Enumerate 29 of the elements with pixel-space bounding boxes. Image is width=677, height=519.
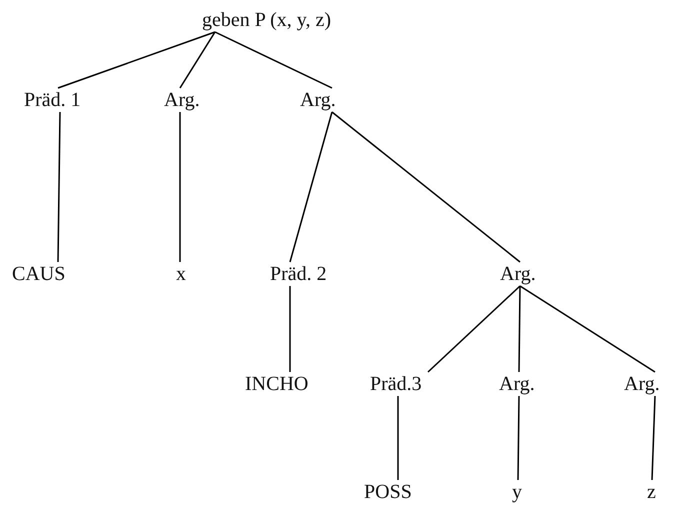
tree-node-label: y xyxy=(510,480,524,504)
tree-branch xyxy=(427,285,521,373)
tree-node-label: Präd. 1 xyxy=(22,88,83,112)
tree-node-label: Arg. xyxy=(298,88,338,112)
tree-node-label: Arg. xyxy=(162,88,202,112)
tree-branch xyxy=(651,396,656,480)
tree-node-label: Präd. 2 xyxy=(268,262,329,286)
tree-branch xyxy=(58,31,216,89)
tree-branch xyxy=(397,396,399,480)
tree-node-label: Präd.3 xyxy=(368,372,424,396)
tree-branch xyxy=(179,112,181,262)
tree-node-label: Arg. xyxy=(497,372,537,396)
tree-node-label: z xyxy=(645,480,658,504)
tree-node-label: POSS xyxy=(362,480,414,504)
tree-branch xyxy=(289,286,291,372)
tree-branch xyxy=(518,286,521,372)
tree-node-label: x xyxy=(174,262,188,286)
tree-branch xyxy=(57,112,61,262)
tree-branch xyxy=(520,285,656,373)
tree-branch xyxy=(517,396,520,480)
tree-branch xyxy=(289,112,333,262)
tree-node-label: Arg. xyxy=(498,262,538,286)
tree-node-label: geben P (x, y, z) xyxy=(200,8,334,32)
tree-branch xyxy=(332,111,520,263)
tree-node-label: INCHO xyxy=(243,372,310,396)
tree-node-label: CAUS xyxy=(10,262,68,286)
tree-branch xyxy=(214,31,332,89)
tree-node-label: Arg. xyxy=(622,372,662,396)
tree-branch xyxy=(179,32,216,88)
